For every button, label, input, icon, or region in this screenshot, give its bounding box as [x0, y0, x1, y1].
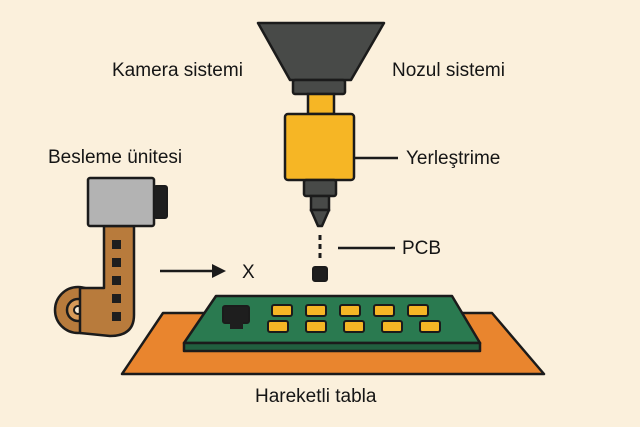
pcb-pads [267, 304, 441, 333]
placement-label: Yerleştrime [406, 148, 501, 169]
feeder-unit [53, 176, 168, 338]
pcb-pad [407, 304, 429, 317]
pcb-board [182, 294, 482, 353]
nozzle-head [256, 21, 386, 228]
tape-holes [112, 240, 121, 321]
tape-hole [112, 294, 121, 303]
tape-hole [112, 312, 121, 321]
board-chip [222, 305, 250, 329]
x-axis-label: X [242, 262, 255, 283]
pcb-pad [419, 320, 441, 333]
pcb-pad [373, 304, 395, 317]
camera-system-label: Kamera sistemi [112, 60, 243, 81]
tape-hole [112, 258, 121, 267]
pcb-pad [267, 320, 289, 333]
pcb-pad [305, 320, 327, 333]
pcb-pad [381, 320, 403, 333]
pcb-pad [271, 304, 293, 317]
pcb-pad [339, 304, 361, 317]
feeder-unit-label: Besleme ünitesi [48, 147, 183, 168]
pcb-pad [343, 320, 365, 333]
camera-housing [256, 21, 386, 82]
nozzle-system-label: Nozul sistemi [392, 60, 505, 81]
pcb-label: PCB [402, 238, 442, 259]
x-arrow-head [212, 264, 226, 278]
tape-hole [112, 240, 121, 249]
pcb-pad [305, 304, 327, 317]
picked-component [312, 266, 328, 282]
moving-table-label: Hareketli tabla [255, 386, 377, 407]
tape-hole [112, 276, 121, 285]
